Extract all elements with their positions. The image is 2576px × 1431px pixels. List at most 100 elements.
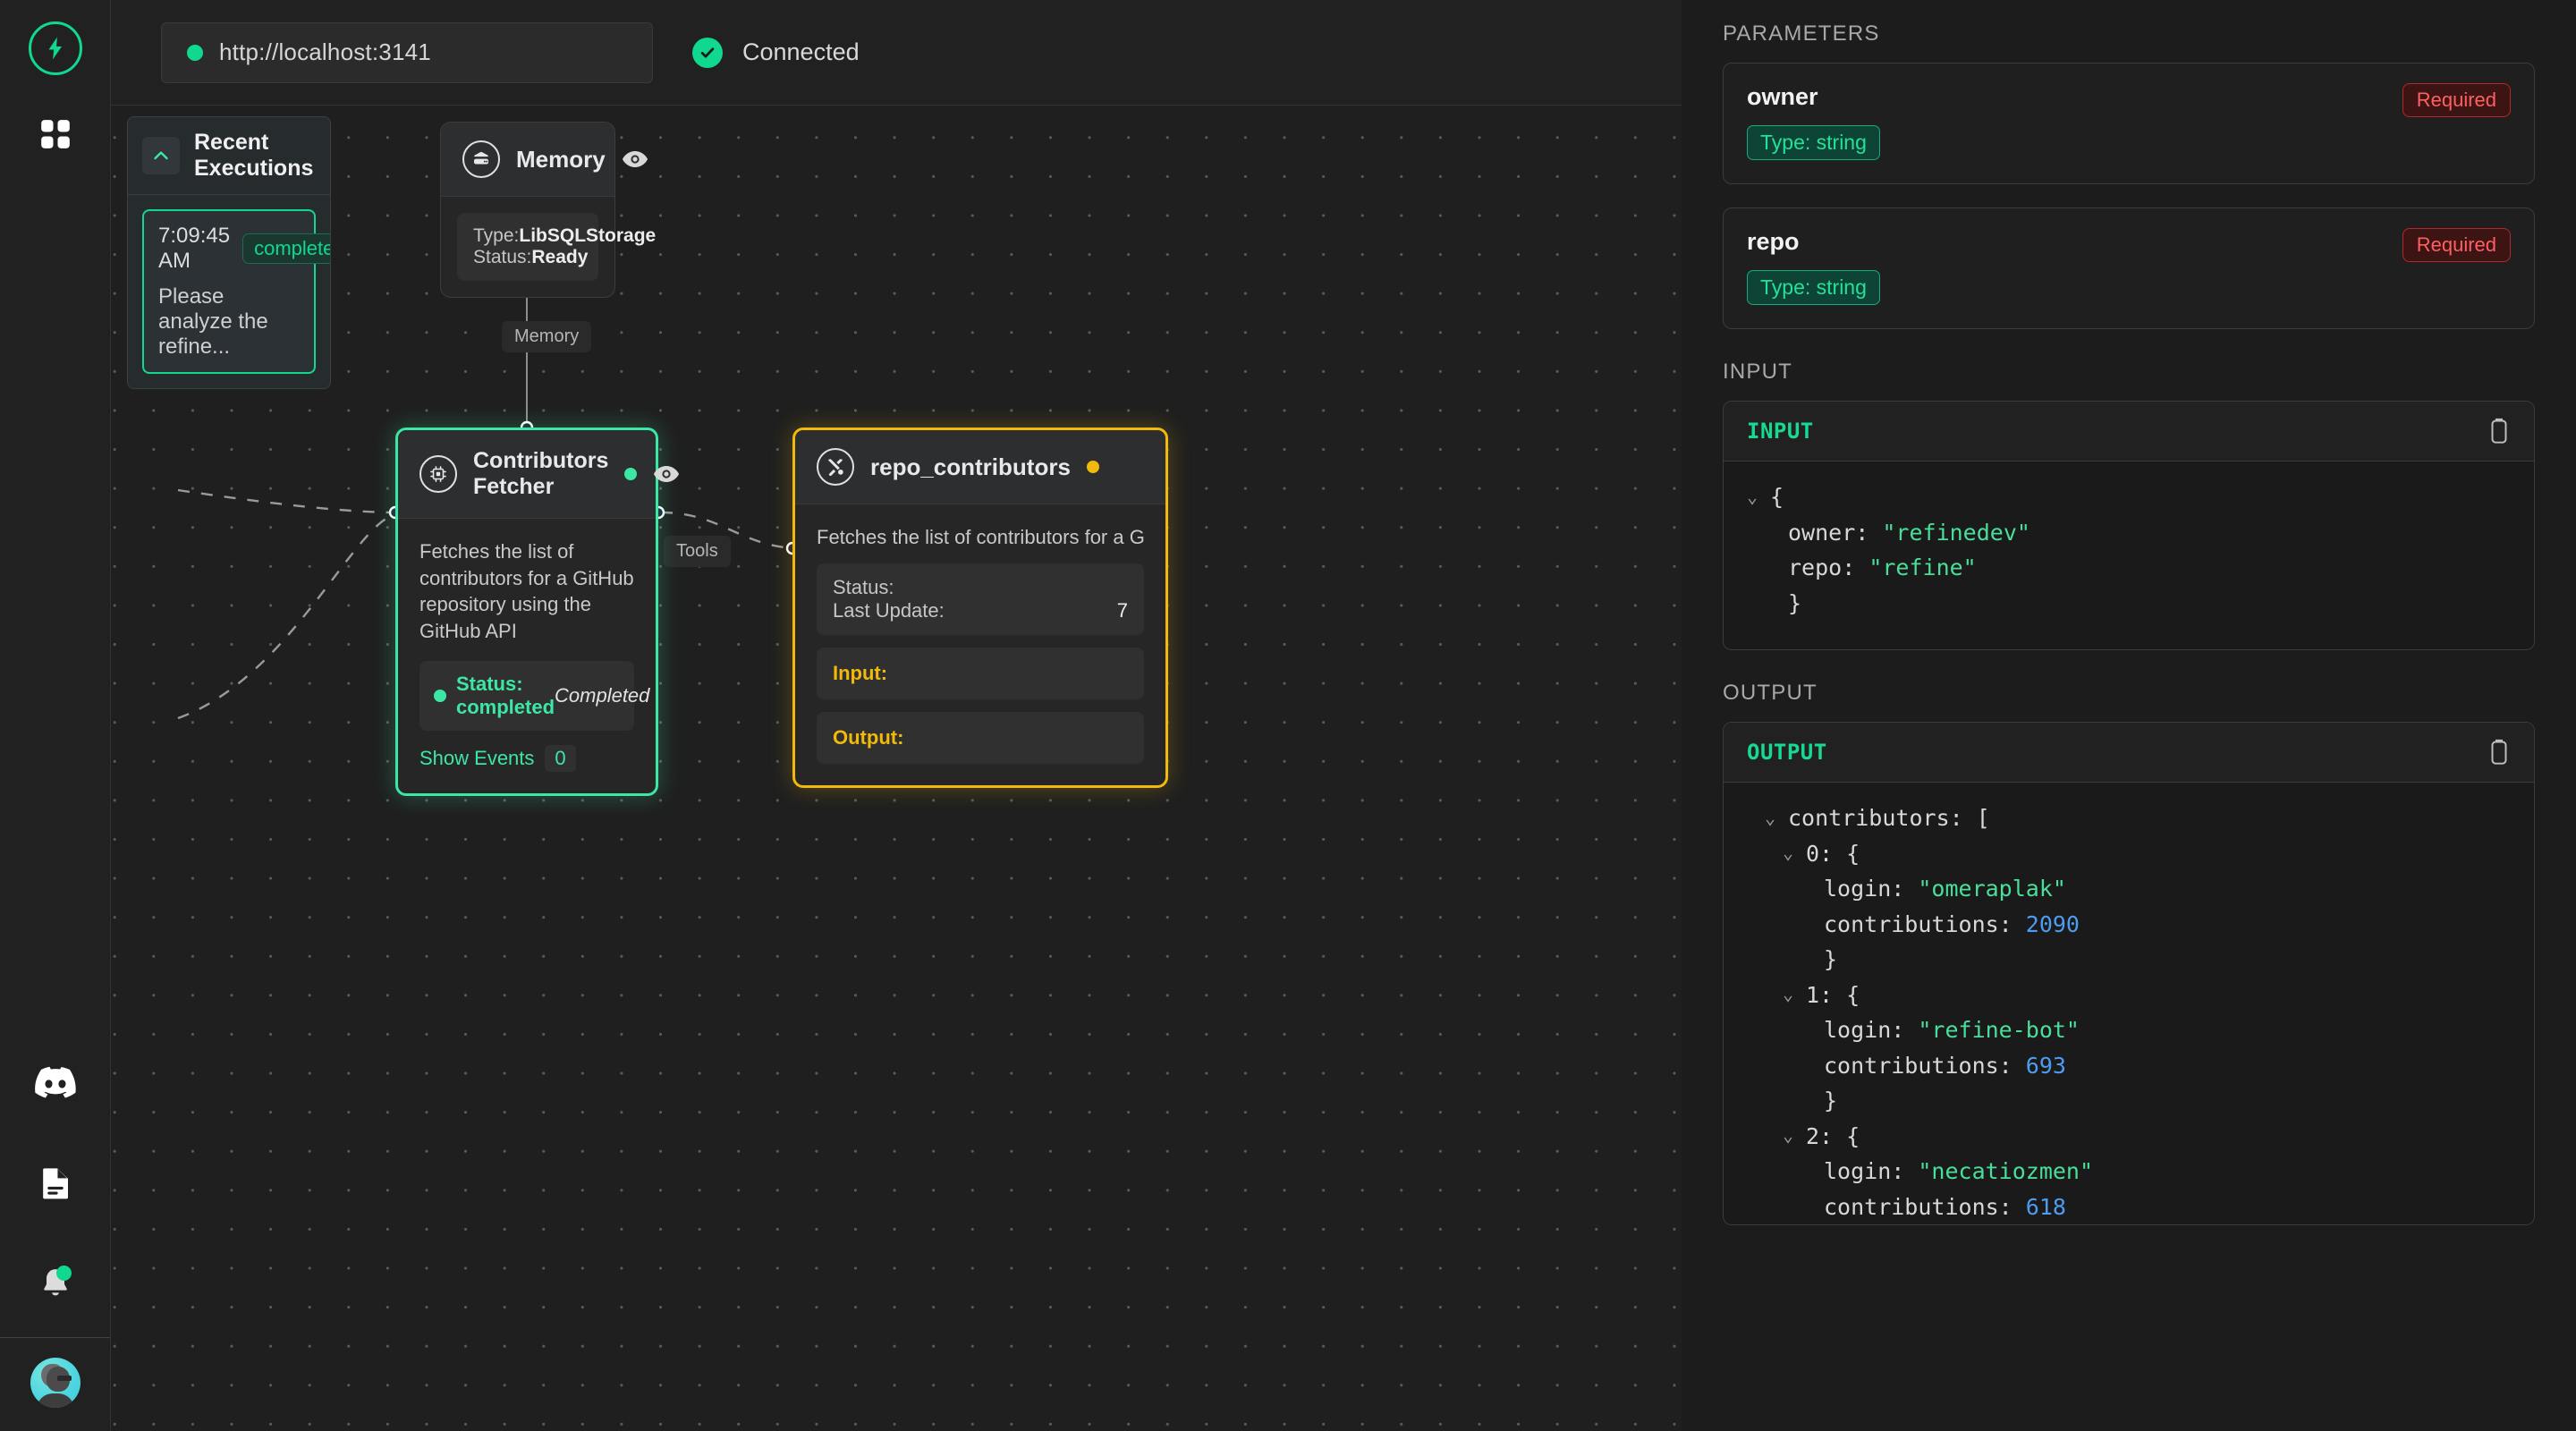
json-indent-spacer: [1801, 1051, 1824, 1080]
json-token: }: [1824, 1088, 1838, 1113]
json-key: contributions:: [1824, 1052, 2026, 1079]
json-line: owner: "refinedev": [1747, 515, 2511, 551]
json-token: {: [1770, 484, 1784, 510]
json-line: ⌄ contributors: [: [1747, 800, 2511, 836]
execution-list-item[interactable]: 7:09:45 AM completed Please analyze the …: [142, 209, 330, 374]
node-fetcher-state-dot: [624, 468, 638, 480]
avatar-body: [36, 1393, 74, 1408]
copy-icon[interactable]: [2487, 418, 2511, 445]
node-tool-title: repo_contributors: [870, 453, 1071, 480]
tool-last-update-key: Last Update:: [833, 598, 945, 622]
json-indent-spacer: [1801, 945, 1824, 974]
json-line: contributions: 618: [1747, 1190, 2511, 1225]
database-icon: [462, 140, 500, 178]
json-key: contributions:: [1824, 1193, 2026, 1220]
json-key: login:: [1824, 1017, 1919, 1043]
json-indent-spacer: [1801, 910, 1824, 938]
tool-status-key: Status:: [833, 575, 894, 598]
sidebar-item-notifications[interactable]: [30, 1258, 80, 1308]
recent-executions-list: 7:09:45 AM completed Please analyze the …: [128, 195, 330, 388]
tool-last-update-value: 7: [1116, 598, 1128, 622]
execution-message: Please analyze the refine...: [158, 284, 268, 359]
apps-grid-icon: [38, 116, 73, 152]
chevron-down-icon[interactable]: ⌄: [1765, 806, 1776, 828]
execution-status-badge: completed: [242, 233, 330, 264]
sidebar-item-docs[interactable]: [30, 1158, 80, 1208]
recent-executions-title: Recent Executions: [194, 130, 314, 181]
memory-details: Type: LibSQLStorage Status: Ready: [457, 213, 656, 281]
json-line: login: "necatiozmen": [1747, 1154, 2511, 1190]
json-token: 1: {: [1806, 981, 1860, 1008]
json-line: ⌄ 0: {: [1747, 836, 2511, 872]
node-repo-contributors[interactable]: repo_contributors Fetches the list of co…: [792, 428, 1168, 788]
json-key: login:: [1824, 1158, 1919, 1184]
left-rail: [0, 0, 111, 1431]
tool-output-label: Output:: [833, 725, 904, 749]
brand-logo-lightning-icon[interactable]: [28, 21, 82, 75]
copy-icon[interactable]: [2487, 739, 2511, 766]
json-line: }: [1747, 1083, 2511, 1119]
chevron-down-icon[interactable]: ⌄: [1747, 485, 1758, 507]
eye-icon[interactable]: [622, 149, 648, 169]
json-number-value: 618: [2025, 1193, 2066, 1220]
json-indent-spacer: [1801, 875, 1824, 903]
node-contributors-fetcher[interactable]: Contributors Fetcher Fetches the list of…: [395, 428, 680, 796]
type-badge: Type: string: [1747, 270, 1880, 305]
edge-label-memory: Memory: [502, 321, 592, 352]
json-indent-spacer: [1801, 1016, 1824, 1045]
node-tool-header: repo_contributors: [795, 430, 1165, 504]
docs-icon: [37, 1164, 74, 1202]
json-line: ⌄ 1: {: [1747, 978, 2511, 1013]
chevron-down-icon[interactable]: ⌄: [1783, 983, 1794, 1005]
node-fetcher-status: Status: completed Completed: [419, 660, 649, 731]
node-tool-state-dot: [1086, 461, 1099, 473]
tool-input-box: Input:: [817, 647, 1144, 699]
required-badge: Required: [2402, 228, 2511, 262]
node-fetcher-description: Fetches the list of contributors for a G…: [419, 540, 634, 643]
flow-canvas[interactable]: Memory Tools Memory: [111, 106, 1682, 1431]
json-line: contributions: 2090: [1747, 907, 2511, 943]
recent-executions-header[interactable]: Recent Executions: [128, 117, 330, 195]
json-string-value: "refine-bot": [1918, 1017, 2080, 1043]
memory-status-key: Status:: [473, 247, 532, 267]
chip-icon: [419, 455, 457, 493]
json-line: }: [1747, 586, 2511, 622]
json-token: }: [1788, 589, 1802, 616]
sidebar-item-apps[interactable]: [30, 109, 80, 159]
tools-icon: [817, 448, 854, 486]
chevron-down-icon[interactable]: ⌄: [1783, 1124, 1794, 1147]
user-avatar[interactable]: [30, 1358, 80, 1408]
chevron-down-icon[interactable]: ⌄: [1783, 842, 1794, 864]
server-url-field[interactable]: http://localhost:3141: [161, 21, 653, 83]
json-number-value: 2090: [2025, 910, 2080, 937]
node-memory-body: Type: LibSQLStorage Status: Ready: [441, 197, 656, 297]
memory-type-key: Type:: [473, 225, 520, 246]
status-dot-icon: [434, 689, 446, 702]
json-token: 0: {: [1806, 840, 1860, 867]
details-panel: PARAMETERS owner Required Type: string r…: [1682, 0, 2576, 1431]
input-code-card: INPUT ⌄{ owner: "refinedev" repo: "refin…: [1723, 401, 2535, 650]
output-code-card: OUTPUT ⌄contributors: [⌄0: { login: "ome…: [1723, 722, 2535, 1225]
rail-divider: [0, 1337, 110, 1338]
memory-status-value: Ready: [531, 247, 589, 267]
json-indent-spacer: [1765, 554, 1788, 582]
node-memory-title: Memory: [516, 145, 606, 173]
status-left: Status: completed: [434, 673, 555, 719]
node-fetcher-title: Contributors Fetcher: [473, 448, 609, 499]
server-url-text: http://localhost:3141: [219, 38, 431, 65]
json-line: repo: "refine": [1747, 550, 2511, 586]
json-string-value: "refine": [1868, 555, 1977, 580]
chevron-up-icon[interactable]: [142, 137, 180, 174]
node-memory[interactable]: Memory Type: LibSQLStorage: [440, 122, 656, 298]
eye-icon[interactable]: [653, 464, 680, 484]
json-token: 2: {: [1806, 1122, 1860, 1149]
status-value: Completed: [555, 683, 650, 707]
tool-row-status: Status:: [833, 576, 1128, 599]
json-token: contributors: [: [1788, 805, 1990, 831]
show-events-button[interactable]: Show Events 0: [419, 744, 634, 772]
output-section-label: OUTPUT: [1723, 681, 1818, 705]
parameter-name: owner: [1747, 83, 1818, 110]
center-column: http://localhost:3141 Connected: [111, 0, 1682, 1431]
sidebar-item-discord[interactable]: [30, 1058, 80, 1108]
